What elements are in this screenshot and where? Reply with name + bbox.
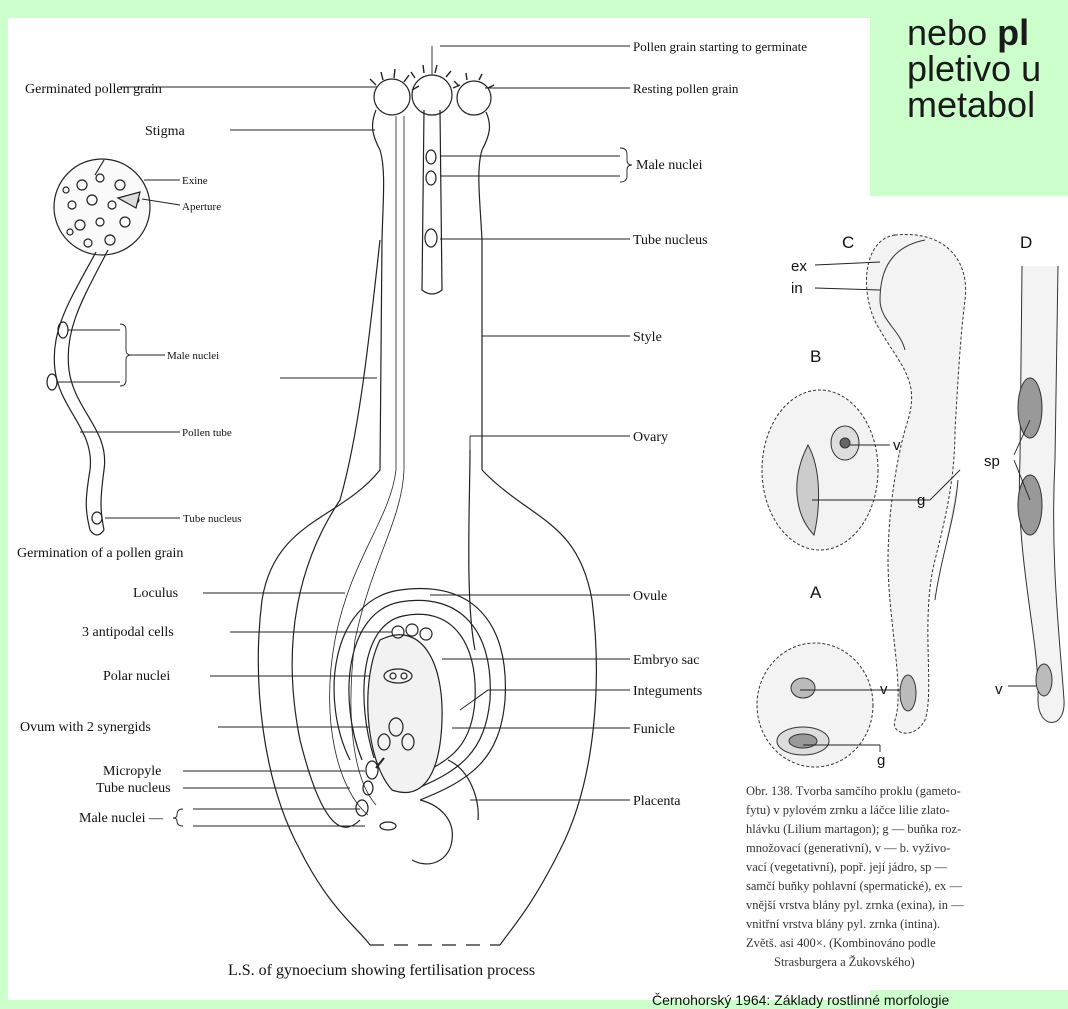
label-antipodal-cells: 3 antipodal cells	[82, 625, 174, 640]
label-ovary: Ovary	[633, 430, 668, 445]
caption-line: vací (vegetativní), popř. její jádro, sp…	[746, 858, 1068, 877]
label-pollen-tube: Pollen tube	[182, 427, 232, 439]
caption-line: množovací (generativní), v — b. vyživo-	[746, 839, 1068, 858]
pollen-grain-sphere	[54, 159, 150, 255]
mark-v-d: v	[995, 681, 1003, 698]
mark-v-b: v	[893, 437, 901, 454]
caption-line: Zvětš. asi 400×. (Kombinováno podle	[746, 934, 1068, 953]
letter-b: B	[810, 347, 821, 366]
label-micropyle: Micropyle	[103, 764, 161, 779]
label-ovule: Ovule	[633, 589, 667, 604]
label-integuments: Integuments	[633, 684, 702, 699]
label-resting-pollen: Resting pollen grain	[633, 81, 739, 96]
lily-caption: Obr. 138. Tvorba samčího proklu (gameto-…	[746, 782, 1068, 972]
pollen-tube-left	[47, 250, 108, 535]
label-stigma: Stigma	[145, 124, 185, 139]
label-germinated-pollen-grain: Germinated pollen grain	[25, 82, 162, 97]
label-ls-caption: L.S. of gynoecium showing fertilisation …	[228, 962, 535, 979]
label-aperture: Aperture	[182, 201, 221, 213]
caption-line: Obr. 138. Tvorba samčího proklu (gameto-	[746, 782, 1068, 801]
letter-d: D	[1020, 233, 1032, 252]
label-germination-caption: Germination of a pollen grain	[17, 546, 183, 561]
caption-line: fytu) v pylovém zrnku a láčce lilie zlat…	[746, 801, 1068, 820]
label-polar-nuclei: Polar nuclei	[103, 669, 170, 684]
mark-v-a: v	[880, 681, 888, 698]
gynoecium-outline	[258, 65, 596, 945]
label-male-nuclei-bottom: Male nuclei —	[79, 811, 164, 826]
mark-ex: ex	[791, 258, 807, 275]
label-male-nuclei-left: Male nuclei	[167, 350, 219, 362]
label-placenta: Placenta	[633, 794, 681, 809]
caption-line: vnější vrstva blány pyl. zrnka (exina), …	[746, 896, 1068, 915]
label-tube-nucleus-top: Tube nucleus	[633, 233, 708, 248]
label-style: Style	[633, 330, 662, 345]
label-funicle: Funicle	[633, 722, 675, 737]
mark-sp: sp	[984, 453, 1000, 470]
label-ovum: Ovum with 2 synergids	[20, 720, 151, 735]
leader-lines-right	[430, 46, 632, 800]
label-loculus: Loculus	[133, 586, 178, 601]
caption-line: hlávku (Lilium martagon); g — buňka roz-	[746, 820, 1068, 839]
source-credit: Černohorský 1964: Základy rostlinné morf…	[652, 992, 949, 1008]
label-exine: Exine	[182, 175, 208, 187]
lily-pollen-figures	[757, 234, 1064, 767]
caption-line: samčí buňky pohlavní (spermatické), ex —	[746, 877, 1068, 896]
label-embryo-sac: Embryo sac	[633, 653, 699, 668]
letter-c: C	[842, 233, 854, 252]
label-tube-nucleus-bottom: Tube nucleus	[96, 781, 171, 796]
letter-a: A	[810, 583, 822, 602]
label-male-nuclei-top: Male nuclei	[636, 158, 703, 173]
caption-line: Strasburgera a Žukovského)	[746, 953, 1068, 972]
mark-g-a: g	[877, 752, 885, 769]
caption-line: vnitřní vrstva blány pyl. zrnka (intina)…	[746, 915, 1068, 934]
mark-in: in	[791, 280, 803, 297]
label-tube-nucleus-left: Tube nucleus	[183, 513, 242, 525]
mark-g-b: g	[917, 492, 925, 509]
label-pollen-starting: Pollen grain starting to germinate	[633, 39, 807, 54]
